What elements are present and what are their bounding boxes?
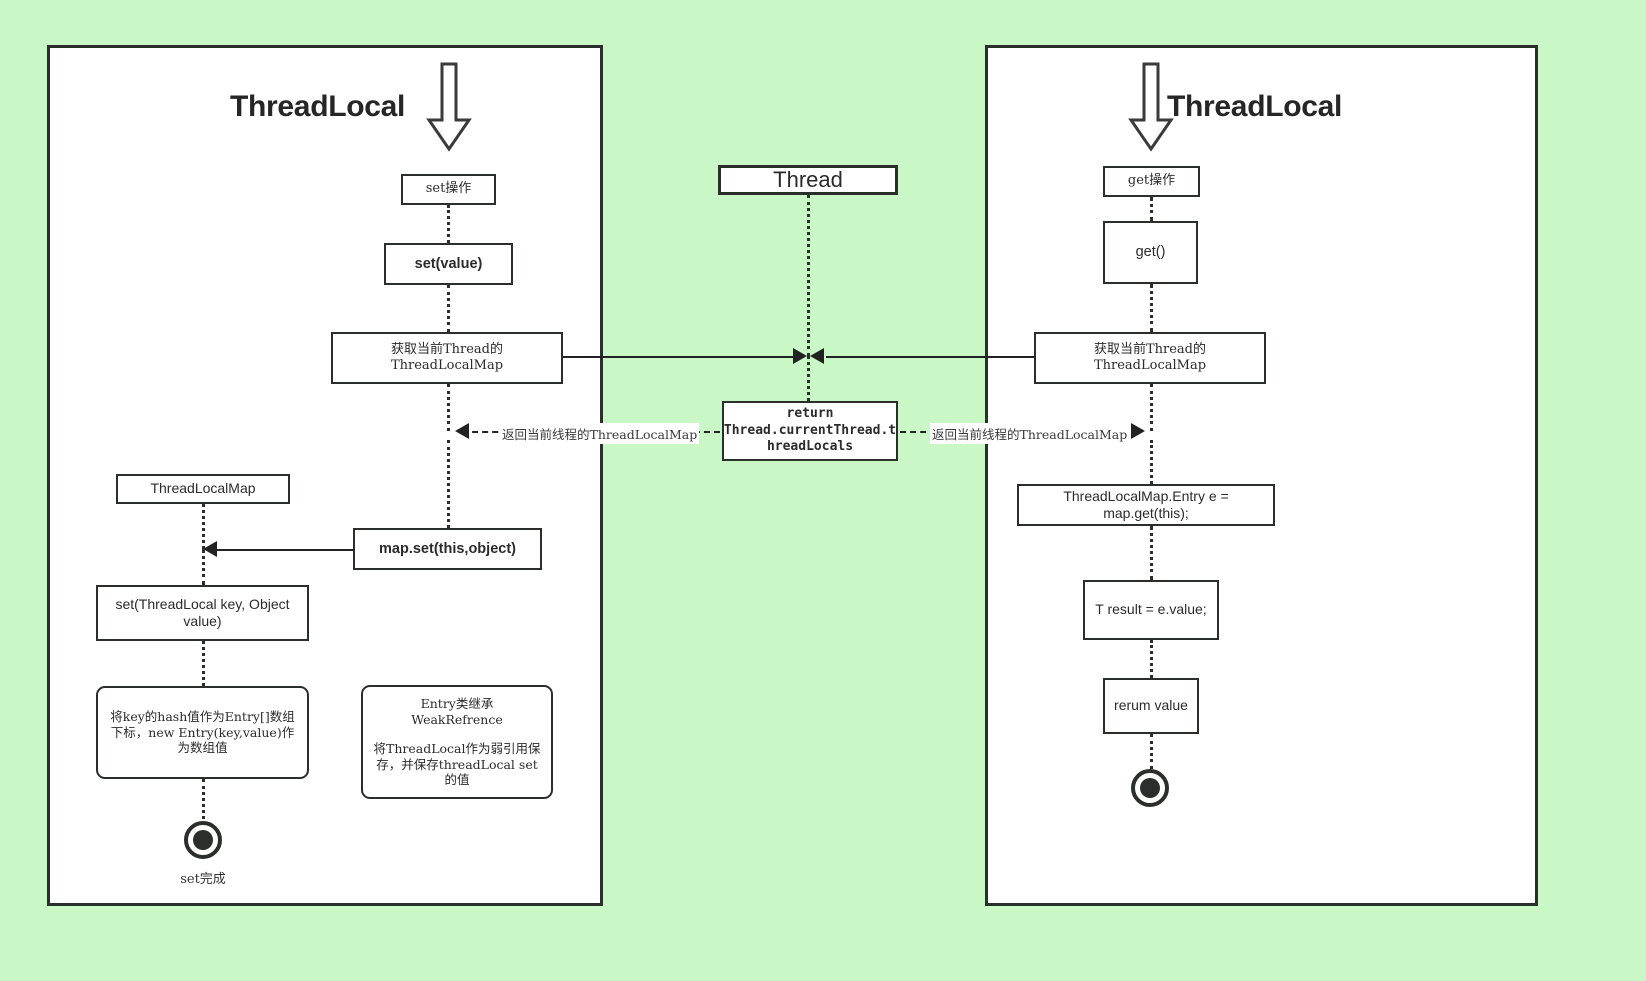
arrowhead-left [455,423,469,439]
node-get-method: get() [1103,221,1198,284]
connector-dotted [202,779,205,826]
connector-dotted [1150,384,1153,431]
connector-dotted [447,205,450,243]
return-line-3: hreadLocals [766,439,854,455]
arrow-line-map-set [210,549,354,551]
node-entry-note: Entry类继承 WeakRefrence 将ThreadLocal作为弱引用保… [361,685,553,799]
node-get-threadlocalmap-right: 获取当前Thread的ThreadLocalMap [1034,332,1266,384]
node-result: T result = e.value; [1083,580,1219,640]
connector-dotted [447,285,450,332]
node-map-set-call: map.set(this,object) [353,528,542,570]
entry-note-line1: Entry类继承 WeakRefrence [411,695,503,727]
node-set-operation: set操作 [401,174,496,205]
final-state-icon-set [184,821,222,859]
node-threadlocalmap: ThreadLocalMap [116,474,290,504]
connector-dotted [202,504,205,549]
connector-dotted [1150,284,1153,332]
connector-dotted [1150,197,1153,221]
node-return-value: rerum value [1103,678,1199,734]
final-state-icon-get [1131,769,1169,807]
connector-dotted [447,440,450,528]
connector-dotted [1150,640,1153,678]
arrowhead-left [203,541,217,557]
arrow-line-to-thread [826,356,1035,358]
get-flow-panel [985,45,1538,906]
return-label-right: 返回当前线程的ThreadLocalMap [930,423,1130,444]
node-get-operation: get操作 [1103,166,1200,197]
node-set-value: set(value) [384,243,513,285]
entry-note-line2: 将ThreadLocal作为弱引用保存，并保存threadLocal set的值 [373,741,541,788]
node-hash-note: 将key的hash值作为Entry[]数组下标，new Entry(key,va… [96,686,309,779]
node-get-threadlocalmap-left: 获取当前Thread的ThreadLocalMap [331,332,563,384]
set-panel-title: ThreadLocal [230,90,406,123]
arrowhead-right [793,348,807,364]
arrowhead-left [810,348,824,364]
connector-dotted [202,549,205,585]
node-thread: Thread [718,165,898,195]
return-line-1: return [786,405,834,421]
node-map-set-signature: set(ThreadLocal key, Object value) [96,585,309,641]
thread-lifeline [807,356,810,401]
connector-dotted [202,641,205,686]
node-entry-lookup: ThreadLocalMap.Entry e = map.get(this); [1017,484,1275,526]
return-line-2: Thread.currentThread.t [723,422,897,438]
connector-dotted [1150,526,1153,580]
connector-dotted [447,384,450,431]
connector-dotted [1150,734,1153,769]
down-block-arrow-icon [1128,62,1174,152]
get-panel-title: ThreadLocal [1167,90,1343,123]
node-return-statement: return Thread.currentThread.t hreadLocal… [722,401,898,461]
down-block-arrow-icon [426,62,472,152]
return-label-left: 返回当前线程的ThreadLocalMap [500,423,700,444]
connector-dotted [1150,440,1153,484]
set-end-caption: set完成 [180,872,226,887]
arrowhead-right [1131,423,1145,439]
thread-lifeline [807,195,810,356]
arrow-line-to-thread [563,356,800,358]
